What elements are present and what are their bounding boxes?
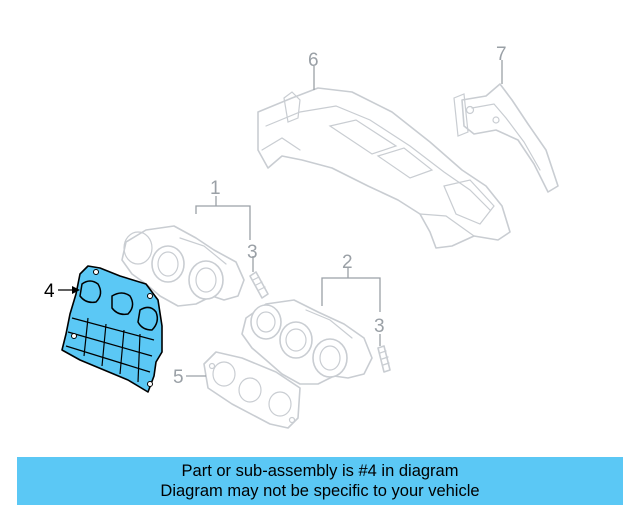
part-1-exhaust-manifold [121,225,245,307]
part-3-stud-upper [249,271,269,299]
callout-4: 4 [44,281,55,302]
info-banner: Part or sub-assembly is #4 in diagram Di… [17,457,623,505]
part-7-bracket [453,83,559,193]
part-5-gasket [203,351,301,429]
callout-7: 7 [496,44,507,65]
callout-1: 1 [210,178,221,199]
part-4-heat-shield [61,265,163,393]
callout-6: 6 [308,50,319,71]
banner-line-2: Diagram may not be specific to your vehi… [160,482,480,500]
callout-2: 2 [342,252,353,273]
callout-3-upper: 3 [247,242,258,263]
part-2-exhaust-manifold [241,299,373,385]
callout-5: 5 [173,367,184,388]
part-3-stud-lower [377,345,391,373]
banner-line-1: Part or sub-assembly is #4 in diagram [181,462,459,480]
part-6-crossover-shield [257,87,511,249]
callout-3-lower: 3 [374,316,385,337]
leader-lines [58,60,503,377]
